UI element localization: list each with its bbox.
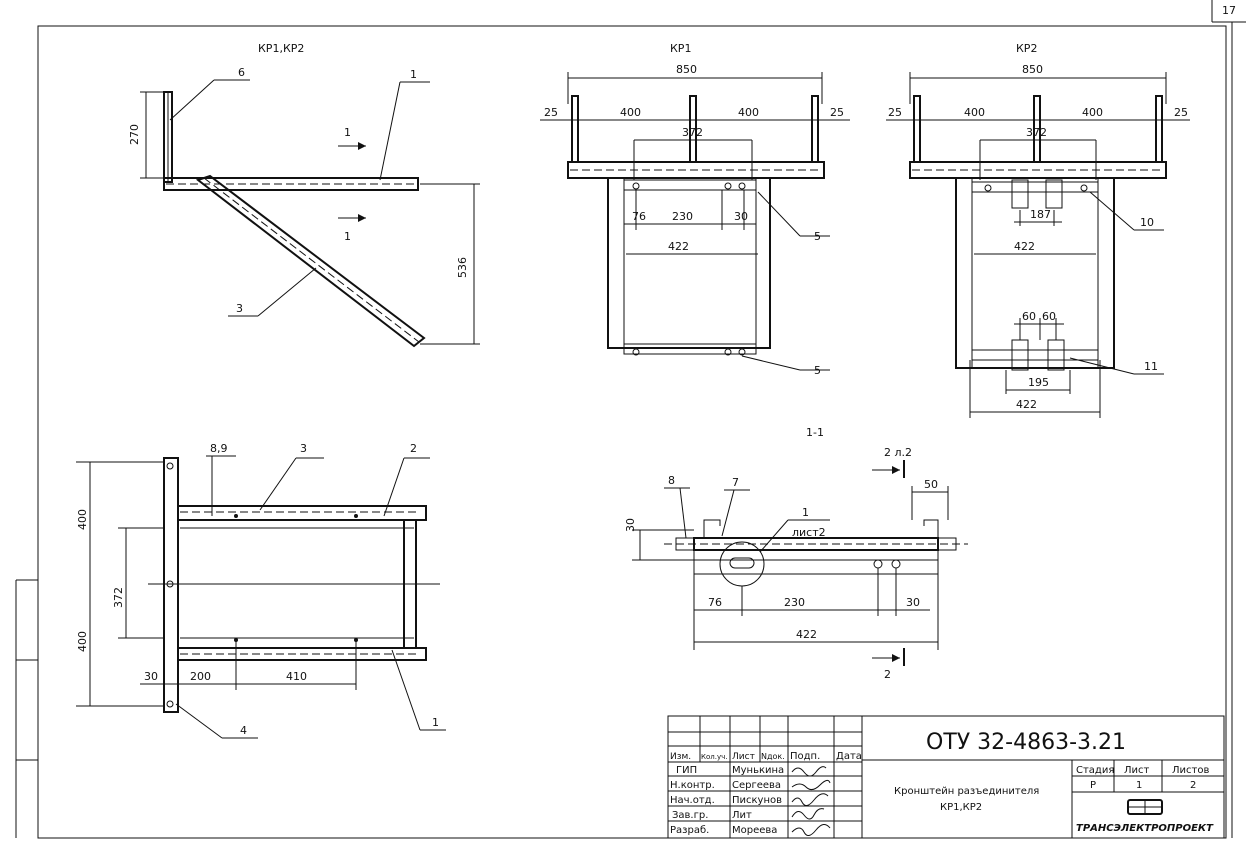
kp2-title: КР2 — [1016, 42, 1037, 55]
plan-dim-400-top: 400 — [76, 509, 89, 530]
tb-stage-label: Стадия — [1076, 765, 1114, 776]
tb-header-kol: Кол.уч. — [701, 753, 727, 761]
tb-sheet: 1 — [1136, 780, 1142, 791]
kp2-dim-60-left: 60 — [1022, 310, 1036, 323]
title-block: Изм. Кол.уч. Лист Nдок. Подп. Дата ГИП М… — [667, 715, 1225, 839]
tb-role-nkontr: Н.контр. — [670, 780, 715, 791]
plan-dim-410: 410 — [286, 670, 307, 683]
kp2-callout-11: 11 — [1144, 360, 1158, 373]
tb-company: ТРАНСЭЛЕКТРОПРОЕКТ — [1076, 823, 1214, 834]
section-dim-30: 30 — [906, 596, 920, 609]
kp1-title: КР1 — [670, 42, 691, 55]
kp1-dim-372: 372 — [682, 126, 703, 139]
plan-dim-372: 372 — [112, 587, 125, 608]
company-logo-icon — [1127, 799, 1163, 815]
plan-dim-400-bottom: 400 — [76, 631, 89, 652]
dim-536: 536 — [456, 257, 469, 278]
kp2-dim-422: 422 — [1014, 240, 1035, 253]
tb-header-list: Лист — [732, 752, 755, 762]
kp2-dim-195: 195 — [1028, 376, 1049, 389]
kp1-view: КР1 850 25 400 400 25 372 — [540, 42, 850, 377]
section-callout-1: 1 — [802, 506, 809, 519]
tb-header-izm: Изм. — [670, 752, 691, 762]
plan-callout-8-9: 8,9 — [210, 442, 228, 455]
tb-name-line1: Кронштейн разъединителя — [894, 786, 1039, 797]
tb-stage: Р — [1090, 780, 1096, 791]
kp1-dim-230: 230 — [672, 210, 693, 223]
kp2-dim-372: 372 — [1026, 126, 1047, 139]
section-cut-top: 2 л.2 — [884, 446, 912, 459]
kp2-dim-25-left: 25 — [888, 106, 902, 119]
tb-header-ndok: Nдок. — [761, 752, 785, 761]
kp1-dim-25-left: 25 — [544, 106, 558, 119]
plan-view: 400 372 400 30 200 410 8,9 3 2 4 1 — [76, 442, 446, 739]
kp1-dim-400-right: 400 — [738, 106, 759, 119]
section-dim-230: 230 — [784, 596, 805, 609]
tb-role-gip: ГИП — [676, 765, 697, 776]
side-view: КР1,КР2 6 1 3 1 1 270 — [128, 42, 480, 348]
kp2-dim-400-right: 400 — [1082, 106, 1103, 119]
kp2-dim-187: 187 — [1030, 208, 1051, 221]
callout-3: 3 — [236, 302, 243, 315]
section-view: 1-1 2 л.2 2 30 — [624, 426, 968, 681]
kp2-dim-400-left: 400 — [964, 106, 985, 119]
tb-name-nachotd: Пискунов — [732, 795, 782, 806]
plan-callout-3: 3 — [300, 442, 307, 455]
tb-code: ОТУ 32-4863-3.21 — [926, 730, 1126, 755]
callout-1: 1 — [410, 68, 417, 81]
section-dim-422: 422 — [796, 628, 817, 641]
section-dim-76: 76 — [708, 596, 722, 609]
kp2-dim-25-right: 25 — [1174, 106, 1188, 119]
dim-270: 270 — [128, 124, 141, 145]
section-callout-8: 8 — [668, 474, 675, 487]
tb-sheets: 2 — [1190, 780, 1196, 791]
callout-6: 6 — [238, 66, 245, 79]
tb-role-razrab: Разраб. — [670, 825, 709, 836]
plan-callout-1: 1 — [432, 716, 439, 729]
tb-role-zavgr: Зав.гр. — [672, 810, 708, 821]
tb-header-data: Дата — [836, 751, 862, 762]
kp1-dim-422: 422 — [668, 240, 689, 253]
kp2-dim-850: 850 — [1022, 63, 1043, 76]
kp2-dim-60-right: 60 — [1042, 310, 1056, 323]
side-view-title: КР1,КР2 — [258, 42, 304, 55]
tb-role-nachotd: Нач.отд. — [670, 795, 715, 806]
plan-callout-2: 2 — [410, 442, 417, 455]
section-cut-bottom: 2 — [884, 668, 891, 681]
kp1-dim-76: 76 — [632, 210, 646, 223]
kp2-dim-422-bottom: 422 — [1016, 398, 1037, 411]
tb-name-razrab: Мореева — [732, 825, 777, 836]
kp1-dim-25-right: 25 — [830, 106, 844, 119]
section-mark-bottom: 1 — [344, 230, 351, 243]
section-dim-50: 50 — [924, 478, 938, 491]
tb-name-gip: Мунькина — [732, 765, 784, 776]
kp1-dim-30: 30 — [734, 210, 748, 223]
section-title: 1-1 — [806, 426, 824, 439]
tb-sheets-label: Листов — [1172, 765, 1209, 776]
kp1-callout-5-bottom: 5 — [814, 364, 821, 377]
kp1-callout-5-top: 5 — [814, 230, 821, 243]
section-callout-7: 7 — [732, 476, 739, 489]
kp2-callout-10: 10 — [1140, 216, 1154, 229]
kp2-view: КР2 850 25 400 400 25 372 187 422 — [886, 42, 1190, 418]
tb-name-nkontr: Сергеева — [732, 780, 781, 791]
tb-header-podp: Подп. — [790, 751, 820, 762]
plan-dim-30: 30 — [144, 670, 158, 683]
tb-sheet-label: Лист — [1124, 765, 1150, 776]
section-dim-30-vertical: 30 — [624, 518, 637, 532]
page-number: 17 — [1222, 4, 1236, 17]
plan-callout-4: 4 — [240, 724, 247, 737]
plan-dim-200: 200 — [190, 670, 211, 683]
sheet-frame: 17 — [15, 0, 1246, 839]
tb-name-zavgr: Лит — [732, 810, 752, 821]
section-callout-sheet: лист2 — [792, 526, 826, 539]
section-mark-top: 1 — [344, 126, 351, 139]
kp1-dim-400-left: 400 — [620, 106, 641, 119]
kp1-dim-850: 850 — [676, 63, 697, 76]
tb-name-line2: КР1,КР2 — [940, 802, 982, 813]
